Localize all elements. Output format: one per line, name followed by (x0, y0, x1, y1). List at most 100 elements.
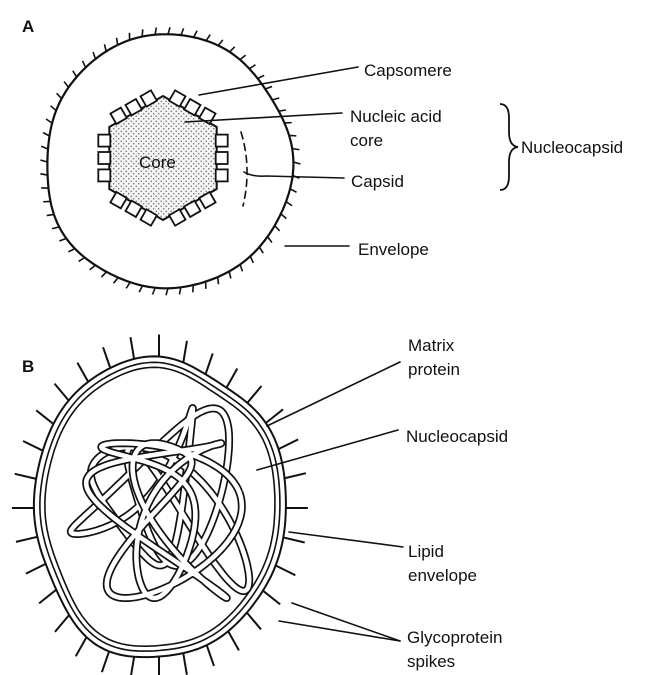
glycoprotein-spike (278, 439, 298, 449)
glyco-label-2: spikes (407, 652, 455, 671)
envelope-projection (52, 227, 59, 229)
envelope-projection (68, 249, 74, 252)
envelope-projection (286, 202, 292, 206)
envelope-projection (218, 277, 219, 284)
envelope-projection (43, 133, 49, 136)
envelope-projection (218, 40, 223, 46)
glycoprotein-spike (76, 637, 87, 656)
envelope-projection (59, 238, 66, 241)
envelope-projection (265, 86, 272, 89)
envelope-projection (194, 31, 197, 37)
envelope-projection (229, 271, 231, 278)
capsomere (98, 169, 110, 181)
capsomere (216, 152, 228, 164)
matrix-label-1: Matrix (408, 336, 455, 355)
envelope-projection (240, 55, 246, 60)
capsomere (216, 135, 228, 147)
envelope-projection (114, 278, 119, 284)
glycoprotein-spike (131, 657, 135, 675)
glycoprotein-spike (276, 566, 296, 576)
envelope-projection (259, 247, 263, 253)
envelope-label: Envelope (358, 240, 429, 259)
envelope-projection (258, 75, 264, 78)
capsomere (216, 169, 228, 181)
envelope-projection (83, 61, 86, 68)
glycoprotein-spike (283, 537, 304, 542)
glycoprotein-spike (183, 341, 187, 363)
envelope-projection (139, 286, 142, 292)
capsid-label: Capsid (351, 172, 404, 191)
lipid-label-2: envelope (408, 566, 477, 585)
spike-leader-1 (279, 621, 400, 641)
glycoprotein-spike (16, 537, 37, 542)
envelope-projection (279, 110, 286, 111)
envelope-projection (104, 44, 106, 51)
envelope-projection (168, 27, 170, 34)
envelope-projection (64, 82, 68, 88)
envelope-projection (275, 226, 280, 231)
core-label: Core (139, 153, 176, 172)
envelope-projection (117, 38, 118, 45)
virion-a: Core (40, 27, 300, 295)
glycoprotein-spike (247, 386, 261, 403)
glycoprotein-spike (206, 353, 213, 374)
envelope-projection (93, 52, 95, 59)
capsomere (98, 152, 110, 164)
envelope-projection (46, 119, 52, 123)
envelope-projection (153, 288, 156, 295)
capsomere (98, 135, 110, 147)
glycoprotein-spike (39, 590, 56, 604)
glycoprotein-spike (23, 441, 43, 451)
envelope-projection (57, 93, 62, 98)
glycoprotein-spike (130, 337, 134, 359)
glycoprotein-spike (55, 615, 69, 632)
glycoprotein-spike (102, 651, 109, 672)
glycoprotein-spike (26, 564, 46, 574)
glycoprotein-spike (183, 653, 187, 675)
glycoprotein-spike (55, 384, 69, 401)
envelope-projection (272, 98, 279, 100)
envelope-projection (79, 257, 85, 261)
envelope-projection (290, 189, 296, 192)
lipid-label-1: Lipid (408, 542, 444, 561)
envelope-projection (193, 285, 194, 292)
glycoprotein-spike (207, 645, 214, 666)
glycoprotein-spike (103, 347, 110, 368)
spike-leader-2 (292, 603, 400, 641)
nucleocapsid-brace (500, 104, 518, 190)
panel-a-letter: A (22, 17, 34, 36)
virion-b (12, 335, 308, 675)
envelope-projection (90, 265, 96, 270)
envelope-projection (126, 282, 130, 288)
envelope-projection (51, 106, 57, 111)
envelope-projection (281, 214, 287, 219)
envelope-projection (142, 29, 143, 36)
matrix-label-2: protein (408, 360, 460, 379)
capsomere-label: Capsomere (364, 61, 452, 80)
envelope-projection (47, 214, 54, 215)
glyco-label-1: Glycoprotein (407, 628, 502, 647)
matrix-protein-leader (267, 362, 400, 426)
envelope-projection (249, 65, 255, 69)
nucleocapsid-label: Nucleocapsid (406, 427, 508, 446)
envelope-projection (268, 237, 272, 243)
envelope-projection (181, 28, 184, 35)
glycoprotein-spike (228, 631, 239, 650)
envelope-projection (250, 256, 253, 263)
glycoprotein-spike (247, 613, 261, 630)
nucleocapsid-group-label: Nucleocapsid (521, 138, 623, 157)
envelope-projection (206, 35, 210, 41)
lipid-envelope-leader (289, 532, 403, 547)
glycoprotein-spike (263, 591, 280, 605)
glycoprotein-spike (77, 363, 88, 382)
envelope-projection (230, 47, 235, 52)
envelope-projection (73, 71, 77, 77)
glycoprotein-spike (227, 369, 238, 388)
nucleic-acid-label-2: core (350, 131, 383, 150)
glycoprotein-spike (285, 473, 306, 478)
glycoprotein-spike (15, 474, 36, 479)
capsomere-leader (199, 67, 358, 95)
capsid-dashed-arc (241, 132, 247, 206)
envelope-projection (240, 264, 242, 271)
envelope-projection (41, 146, 48, 149)
